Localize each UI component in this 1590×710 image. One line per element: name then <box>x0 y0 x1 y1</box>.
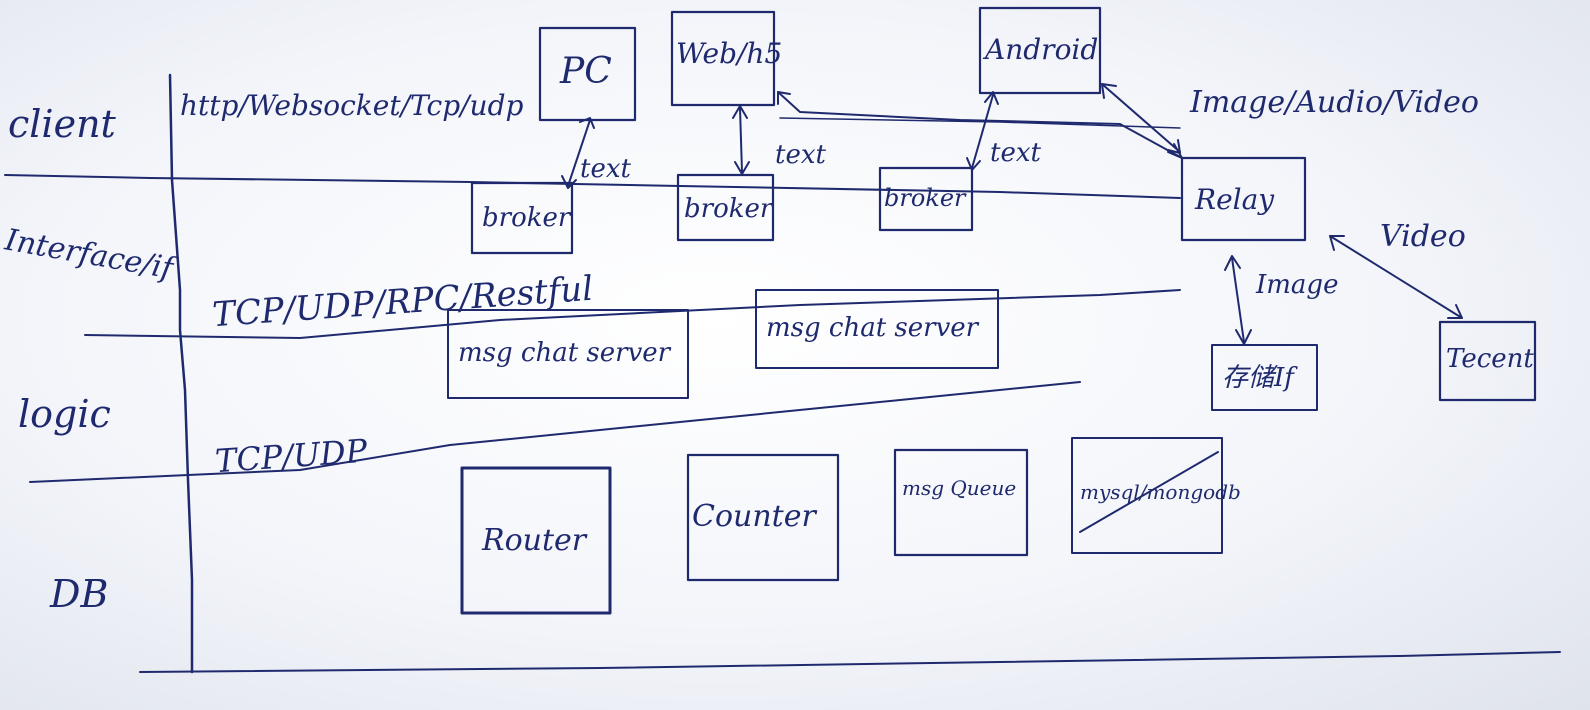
edge-label-web-broker: text <box>775 140 826 170</box>
protocol-logic: TCP/UDP <box>213 431 369 481</box>
arrow-relay-tecent <box>1329 235 1463 319</box>
arrow-web-broker <box>732 105 750 175</box>
separator-bottom <box>139 651 1561 673</box>
msg-queue-label: msg Queue <box>902 476 1017 500</box>
broker-1-label: broker <box>482 203 571 233</box>
tecent-box <box>1438 320 1537 402</box>
layer-divider <box>168 73 194 674</box>
broker-2-box <box>676 173 775 242</box>
broker-1-box <box>470 181 574 255</box>
db-store-label: mysql/mongodb <box>1080 480 1241 504</box>
counter-label: Counter <box>692 499 816 534</box>
msg-chat-server-1-box <box>447 309 689 399</box>
storage-if-box <box>1211 344 1318 411</box>
separator-client <box>4 174 1181 199</box>
msg-queue-box <box>893 448 1029 557</box>
broker-3-box <box>878 166 974 232</box>
arrow-relay-storage <box>1224 255 1252 345</box>
android-box <box>978 6 1102 95</box>
relay-label: Relay <box>1195 183 1275 216</box>
storage-if-label: 存储If <box>1222 363 1294 393</box>
separator-interface <box>84 289 1181 339</box>
separator-logic <box>29 381 1081 483</box>
db-store-box <box>1071 437 1223 554</box>
msg-chat-server-2-label: msg chat server <box>766 313 979 343</box>
tecent-label: Tecent <box>1446 344 1534 374</box>
arrow-android-relay <box>1101 83 1181 154</box>
db-strike-line <box>1079 451 1219 533</box>
router-label: Router <box>482 523 587 558</box>
relay-box <box>1180 156 1307 242</box>
layer-label-db: DB <box>50 572 109 616</box>
layer-label-logic: logic <box>18 392 111 436</box>
android-label: Android <box>985 33 1099 66</box>
broker-2-label: broker <box>684 194 773 224</box>
msg-chat-server-1-label: msg chat server <box>458 338 671 368</box>
web-h5-label: Web/h5 <box>676 37 783 70</box>
web-h5-box <box>670 10 776 107</box>
edge-label-relay-storage: Image <box>1256 270 1339 300</box>
pc-label: PC <box>560 51 612 92</box>
edge-label-pc-broker: text <box>580 154 631 184</box>
edge-label-media: Image/Audio/Video <box>1190 85 1479 120</box>
arrow-android-broker <box>966 91 999 171</box>
counter-box <box>686 453 840 582</box>
broker-3-label: broker <box>884 184 966 212</box>
layer-label-client: client <box>8 102 116 146</box>
protocol-client: http/Websocket/Tcp/udp <box>180 89 524 122</box>
msg-chat-server-2-box <box>755 289 999 369</box>
edge-label-relay-tecent: Video <box>1380 219 1466 254</box>
router-box <box>460 466 612 615</box>
arrow-pc-broker <box>561 117 595 189</box>
edge-label-android-broker: text <box>990 138 1041 168</box>
